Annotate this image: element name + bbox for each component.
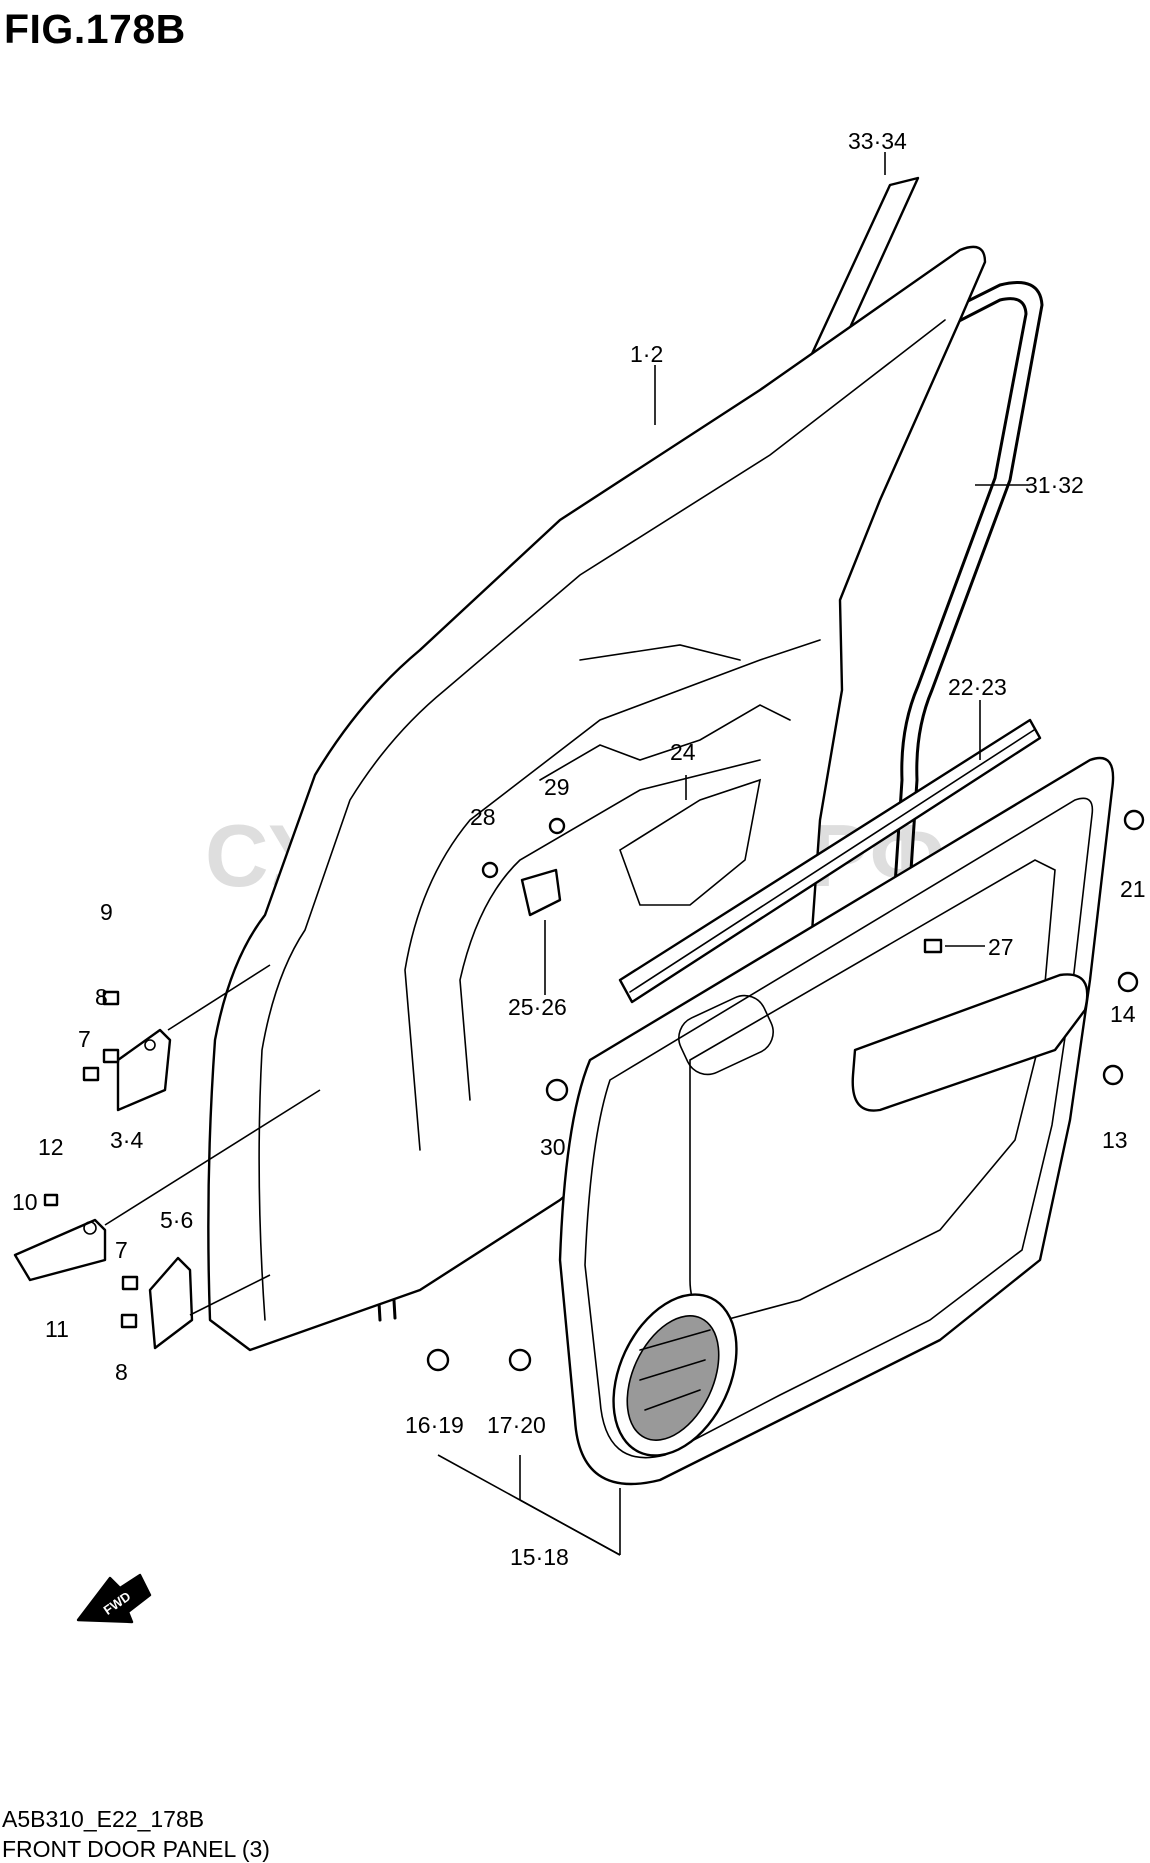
callout-13: 13 (1102, 1127, 1128, 1153)
callout-9: 9 (100, 899, 113, 925)
leader-lines-15-18 (437, 1454, 621, 1556)
clip-14 (1117, 971, 1139, 993)
callout-33-34: 33·34 (848, 128, 907, 154)
callout-28: 28 (470, 804, 496, 830)
bolt-8a (102, 1048, 120, 1064)
callout-27: 27 (988, 934, 1014, 960)
clip-30 (545, 1078, 569, 1102)
clip-21 (1123, 809, 1145, 831)
callout-17-20: 17·20 (487, 1412, 546, 1438)
fwd-arrow: FWD (76, 1573, 152, 1624)
callout-3-4: 3·4 (110, 1127, 143, 1153)
callout-labels: 33·34 1·2 31·32 22·23 24 29 28 21 27 9 2… (12, 128, 1146, 1570)
front-door-panel-1-2 (207, 245, 987, 1352)
door-trim-panel-15-18 (558, 756, 1115, 1555)
callout-24: 24 (670, 739, 696, 765)
figure-title: FIG.178B (4, 6, 186, 52)
callout-10: 10 (12, 1189, 38, 1215)
lower-hinge-5-6 (148, 1256, 271, 1350)
callout-31-32: 31·32 (1025, 472, 1084, 498)
clip-17-20 (508, 1348, 532, 1372)
screw-27 (923, 938, 985, 954)
callout-12: 12 (38, 1134, 64, 1160)
bolt-7b (121, 1275, 139, 1291)
window-regulator-24 (619, 775, 762, 906)
door-check-10-11 (13, 1089, 321, 1282)
callout-16-19: 16·19 (405, 1412, 464, 1438)
figure-caption: FRONT DOOR PANEL (3) (2, 1836, 270, 1862)
clip-28 (481, 861, 499, 879)
clip-29 (548, 817, 566, 835)
callout-22-23: 22·23 (948, 674, 1007, 700)
speaker-grille (639, 1329, 711, 1411)
callout-21: 21 (1120, 876, 1146, 902)
clip-13 (1102, 1064, 1124, 1086)
bolt-9 (102, 990, 120, 1006)
callout-25-26: 25·26 (508, 994, 567, 1020)
clip-16-19 (426, 1348, 450, 1372)
upper-hinge-3-4 (116, 964, 271, 1112)
callout-7b: 7 (115, 1237, 128, 1263)
callout-15-18: 15·18 (510, 1544, 569, 1570)
callout-5-6: 5·6 (160, 1207, 193, 1233)
callout-1-2: 1·2 (630, 341, 663, 367)
bolt-8b (120, 1313, 138, 1329)
callout-11: 11 (45, 1316, 69, 1342)
callout-8b: 8 (115, 1359, 128, 1385)
figure-code: A5B310_E22_178B (2, 1806, 205, 1832)
callout-30: 30 (540, 1134, 566, 1160)
callout-7a: 7 (78, 1026, 91, 1052)
bolt-12 (43, 1193, 59, 1207)
bracket-25-26 (520, 868, 562, 995)
callout-14: 14 (1110, 1001, 1136, 1027)
belt-moulding-22-23 (618, 700, 1042, 1004)
callout-29: 29 (544, 774, 570, 800)
bolt-7a (82, 1066, 100, 1082)
callout-8a: 8 (95, 984, 108, 1010)
